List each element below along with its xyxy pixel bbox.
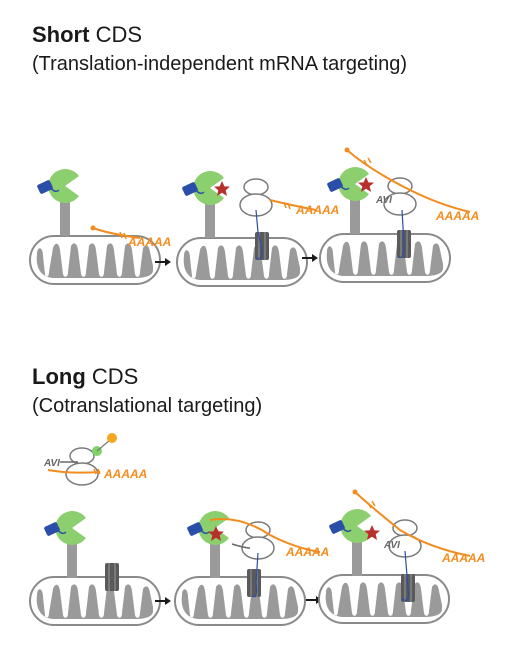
short-stage-3: AVI AAAAA [319,147,479,283]
svg-text:AAAAA: AAAAA [441,551,485,565]
long-cds-heading: Long CDS [32,364,139,389]
short-cds-subtitle: (Translation-independent mRNA targeting) [32,53,408,75]
svg-text:AAAAA: AAAAA [285,545,329,559]
svg-text:AAAAA: AAAAA [295,203,339,217]
svg-text:AVI: AVI [383,540,400,551]
long-stage-2: AAAAA [174,510,329,626]
svg-text:AAAAA: AAAAA [435,209,479,223]
long-stage-1 [29,510,161,626]
polya-label: AAAAA [127,235,171,249]
channel-icon [105,563,119,591]
tag-label: DID [41,198,54,208]
short-stage-1: DID AAAAA [29,168,171,285]
long-cytosolic-complex: AVI AAAAA [43,433,147,486]
svg-text:AVI: AVI [43,458,60,469]
long-cds-subtitle: (Cotranslational targeting) [32,395,263,417]
svg-text:AAAAA: AAAAA [103,467,147,481]
short-cds-heading: Short CDS [32,22,143,47]
avi-label: AVI [375,195,392,206]
channel-icon [247,569,261,597]
long-stage-3: AVI AAAAA [318,489,485,624]
short-stage-2: AAAAA [176,170,339,287]
